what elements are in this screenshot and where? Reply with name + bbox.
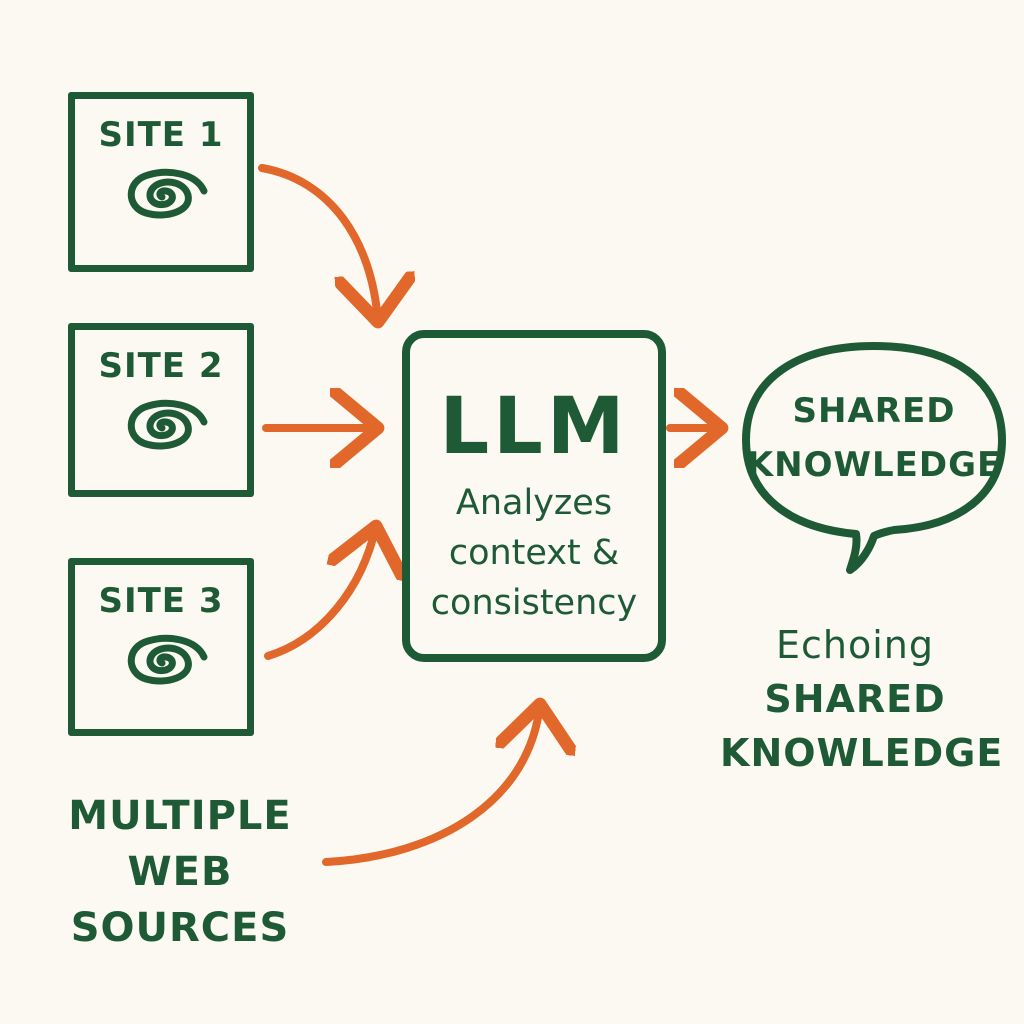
llm-description-line: context & xyxy=(448,533,620,573)
arrow-site1-to-llm xyxy=(258,164,378,322)
arrow-sources-to-llm xyxy=(322,704,540,866)
sources-caption: MULTIPLE WEB SOURCES xyxy=(60,788,300,956)
site-label-1: SITE 1 xyxy=(98,115,224,155)
site-box-3: SITE 3 xyxy=(68,558,254,736)
echo-caption-line: KNOWLEDGE xyxy=(720,731,1004,775)
speech-bubble-shape xyxy=(742,342,1006,574)
llm-description-line: consistency xyxy=(430,583,638,623)
site-label-3: SITE 3 xyxy=(98,581,224,621)
echo-caption: Echoing SHARED KNOWLEDGE xyxy=(720,618,1004,780)
sources-caption-line: SOURCES xyxy=(70,905,290,951)
site-box-1: SITE 1 xyxy=(68,92,254,272)
echo-caption-line: Echoing xyxy=(776,623,934,667)
llm-title: LLM xyxy=(439,382,629,472)
llm-description: Analyzes context & consistency xyxy=(410,478,658,628)
llm-description-line: Analyzes xyxy=(455,483,613,523)
bubble-text-line: SHARED xyxy=(792,391,956,431)
site-box-2: SITE 2 xyxy=(68,323,254,497)
bubble-text-line: KNOWLEDGE xyxy=(746,445,1002,485)
spiral-icon xyxy=(127,399,208,450)
spiral-icon xyxy=(127,634,208,685)
arrow-site3-to-llm xyxy=(264,526,376,660)
speech-bubble-text: SHARED KNOWLEDGE xyxy=(746,384,1002,492)
sources-caption-line: MULTIPLE xyxy=(68,793,292,839)
echo-caption-line: SHARED xyxy=(764,677,946,721)
llm-box: LLM Analyzes context & consistency xyxy=(402,330,666,662)
spiral-icon xyxy=(127,168,208,219)
sources-caption-line: WEB xyxy=(127,849,233,895)
site-label-2: SITE 2 xyxy=(98,346,224,386)
